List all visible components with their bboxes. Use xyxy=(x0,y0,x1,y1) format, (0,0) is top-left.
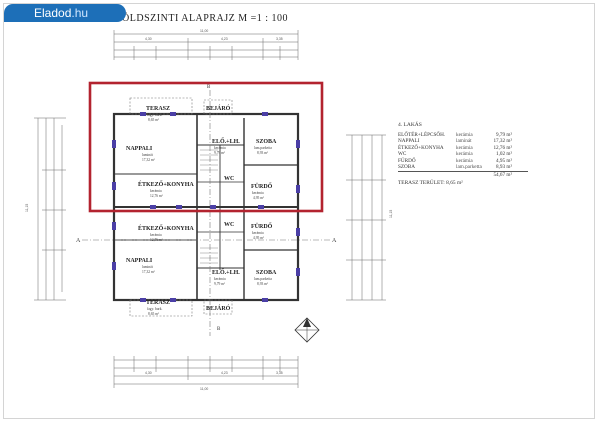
room-wc-bottom: WC xyxy=(224,222,234,228)
room-terasz-bottom-note: fagy. burk. xyxy=(147,307,163,311)
room-nappali-top-area: 17,32 m² xyxy=(142,158,155,163)
terrace-area: TERASZ TERÜLET: 8,65 m² xyxy=(398,180,463,186)
top-dimension-c: 3,35 xyxy=(276,37,283,41)
room-szoba-bottom-area: 8,93 m² xyxy=(257,282,268,287)
bottom-dimension-lines xyxy=(113,356,299,388)
left-dimension-lines xyxy=(34,117,66,301)
room-terasz-top-note: fagy. burk. xyxy=(147,113,163,117)
area-summary-table: 4. LAKÁS ELŐTÉR+LÉPCSŐH. kerámia 9,79 m²… xyxy=(398,122,528,179)
right-dimension-lines xyxy=(346,134,386,301)
top-dimension-lines xyxy=(113,30,299,60)
bottom-dimension-c: 3,35 xyxy=(276,371,283,375)
north-arrow-icon xyxy=(294,317,320,343)
terrace-area-label: TERASZ TERÜLET: xyxy=(398,180,445,186)
room-szoba-top-area: 8,93 m² xyxy=(257,151,268,156)
room-terasz-bottom: TERASZ xyxy=(146,300,170,306)
room-terasz-bottom-area: 8,65 m² xyxy=(148,312,159,317)
room-etkezo-bottom-area: 12,76 m² xyxy=(150,238,163,243)
room-bejaro-top: BEJÁRÓ xyxy=(206,104,231,112)
room-nappali-bottom-note: laminát xyxy=(142,265,153,269)
room-terasz-top: TERASZ xyxy=(146,106,170,112)
terrace-area-value: 8,65 m² xyxy=(446,180,463,186)
room-elo-top: ELŐ.+LH. xyxy=(212,137,240,145)
room-furdo-bottom-area: 4,95 m² xyxy=(253,236,264,241)
room-nappali-bottom: NAPPALI xyxy=(126,258,153,264)
summary-row: ÉTKEZŐ+KONYHA kerámia 12,76 m² xyxy=(398,144,512,151)
room-furdo-bottom: FÜRDŐ xyxy=(251,222,273,230)
brand-name: Eladod xyxy=(34,6,72,20)
bottom-dimension-a: 4,30 xyxy=(145,371,152,375)
top-total-dimension: 11,00 xyxy=(200,29,208,33)
section-lines xyxy=(82,90,330,336)
section-mark-left: A xyxy=(76,238,81,244)
room-furdo-top: FÜRDŐ xyxy=(251,182,273,190)
brand-suffix: .hu xyxy=(71,6,89,20)
summary-total: 54,67 m² xyxy=(493,172,512,179)
room-szoba-bottom: SZOBA xyxy=(256,270,277,276)
section-mark-bottom: B xyxy=(217,327,221,332)
eladod-watermark-logo: Eladod.hu xyxy=(4,4,126,22)
section-mark-right: A xyxy=(332,238,337,244)
drawing-title: FÖLDSZINTI ALAPRAJZ M =1 : 100 xyxy=(116,13,289,24)
terrace-outlines xyxy=(129,97,233,317)
section-mark-top: B xyxy=(207,85,211,90)
summary-total-row: 54,67 m² xyxy=(398,171,528,178)
room-furdo-top-note: kerámia xyxy=(252,191,264,195)
summary-row: ELŐTÉR+LÉPCSŐH. kerámia 9,79 m² xyxy=(398,132,512,138)
room-furdo-top-area: 4,95 m² xyxy=(253,196,264,201)
top-dimension-a: 4,30 xyxy=(145,37,152,41)
summary-row: WC kerámia 1,02 m² xyxy=(398,151,512,158)
window-markers xyxy=(112,112,300,302)
room-furdo-bottom-note: kerámia xyxy=(252,231,264,235)
room-nappali-top: NAPPALI xyxy=(126,146,153,152)
room-bejaro-bottom: BEJÁRÓ xyxy=(206,304,231,312)
room-nappali-bottom-area: 17,32 m² xyxy=(142,270,155,275)
stair-hatching xyxy=(200,149,218,264)
summary-row: SZOBA lam.parketta 8,93 m² xyxy=(398,164,512,171)
room-etkezo-top-note: kerámia xyxy=(150,189,162,193)
bottom-total-dimension: 11,00 xyxy=(200,387,208,391)
summary-heading: 4. LAKÁS xyxy=(398,122,422,128)
room-szoba-top: SZOBA xyxy=(256,139,277,145)
room-wc-top: WC xyxy=(224,176,234,182)
summary-row: FÜRDŐ kerámia 4,95 m² xyxy=(398,157,512,164)
right-total-dimension: 11,15 xyxy=(389,210,393,218)
room-nappali-top-note: laminát xyxy=(142,153,153,157)
room-etkezo-bottom-note: kerámia xyxy=(150,233,162,237)
room-szoba-top-note: lam.parketta xyxy=(254,146,272,150)
room-etkezo-bottom: ÉTKEZŐ+KONYHA xyxy=(138,224,194,232)
room-elo-bottom-note: kerámia xyxy=(214,277,226,281)
room-szoba-bottom-note: lam.parketta xyxy=(254,277,272,281)
room-elo-top-note: kerámia xyxy=(214,146,226,150)
room-elo-bottom-area: 9,79 m² xyxy=(214,282,225,287)
left-total-dimension: 11,15 xyxy=(25,204,29,212)
room-terasz-top-area: 8,65 m² xyxy=(148,118,159,123)
room-elo-top-area: 9,79 m² xyxy=(214,151,225,156)
room-elo-bottom: ELŐ.+LH. xyxy=(212,268,240,276)
unit-highlight-rectangle xyxy=(88,81,324,213)
summary-row: NAPPALI laminát 17,32 m² xyxy=(398,138,512,145)
room-etkezo-top: ÉTKEZŐ+KONYHA xyxy=(138,180,194,188)
room-etkezo-top-area: 12,76 m² xyxy=(150,194,163,199)
image-frame xyxy=(3,3,595,419)
top-dimension-b: 4,23 xyxy=(221,37,228,41)
bottom-dimension-b: 4,23 xyxy=(221,371,228,375)
